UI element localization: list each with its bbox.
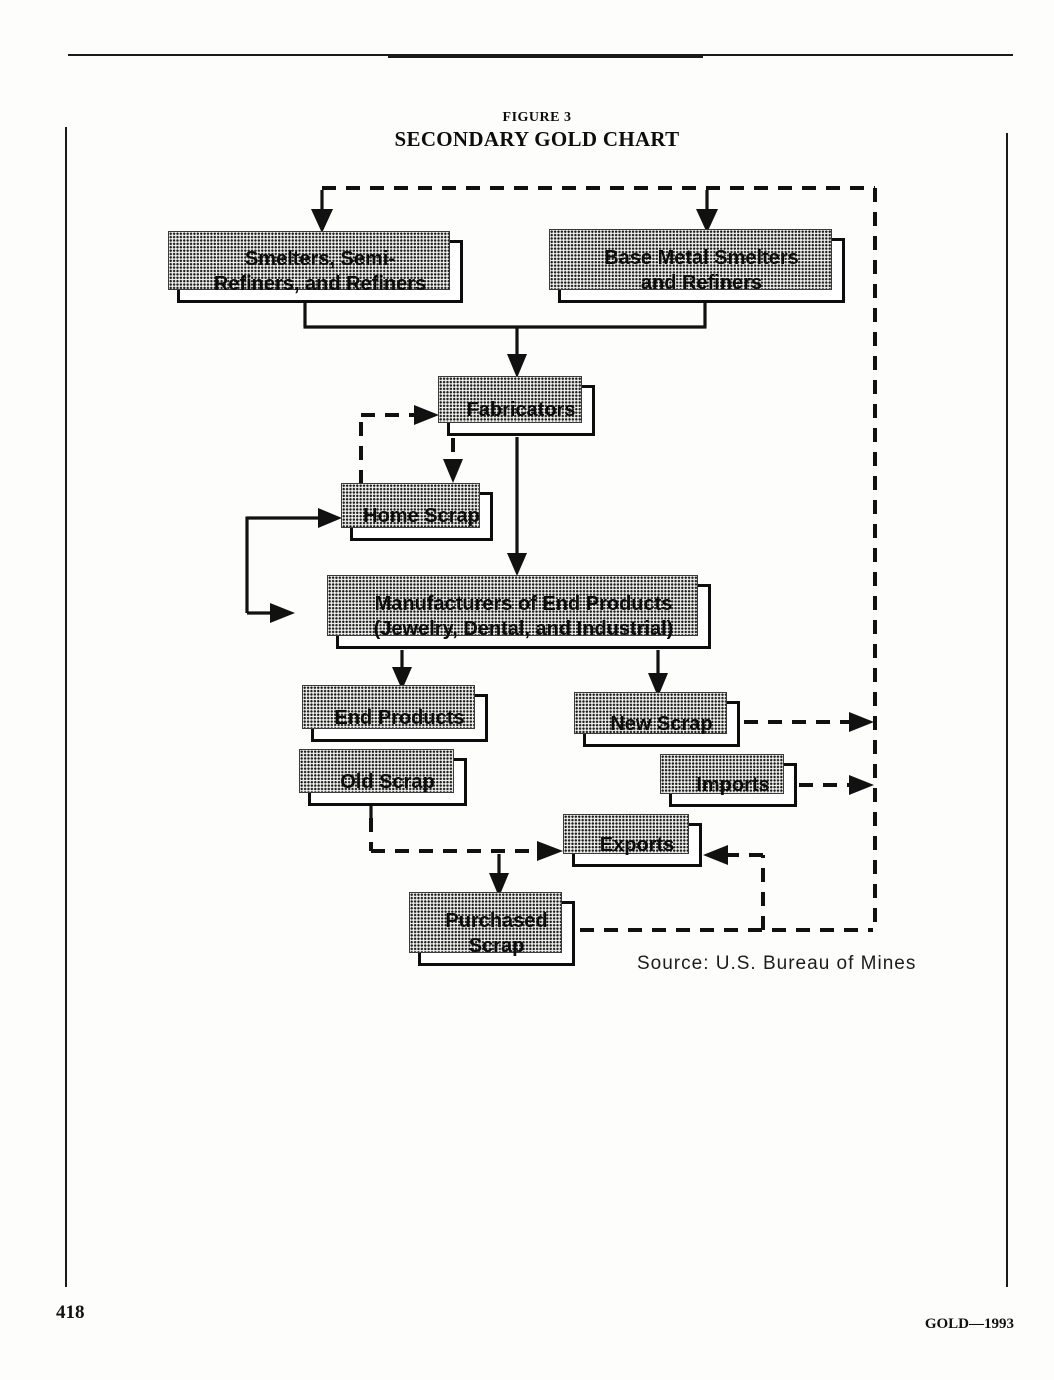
top-rule-thick-segment [388,55,703,58]
node-label-line: and Refiners [640,271,763,294]
node-manufacturers: Manufacturers of End Products (Jewelry, … [327,575,711,649]
node-label-line: Refiners, and Refiners [213,272,427,295]
figure-frame-right [1006,133,1008,1287]
node-label-line: Smelters, Semi- [244,248,396,271]
node-label-line: Old Scrap [340,770,435,793]
running-footer: GOLD—1993 [924,1316,1014,1332]
node-fabricators: Fabricators [438,376,595,436]
node-base-metal-smelters: Base Metal Smelters and Refiners [549,229,845,303]
node-label-line: Manufacturers of End Products [374,593,673,616]
node-label-line: New Scrap [610,712,713,735]
node-label-line: Purchased [445,910,548,933]
node-label-line: Scrap [468,934,525,957]
node-label-line: Base Metal Smelters [604,247,799,270]
figure-frame-left [65,127,67,1287]
node-exports: Exports [563,814,702,867]
node-label-line: Exports [599,833,675,856]
node-new-scrap: New Scrap [574,692,740,747]
node-label-line: Fabricators [466,399,576,422]
node-home-scrap: Home Scrap [341,483,493,541]
page-title: SECONDARY GOLD CHART [394,127,680,151]
node-smelters-semi-refiners: Smelters, Semi- Refiners, and Refiners [168,231,463,303]
node-old-scrap: Old Scrap [299,749,467,806]
figure-label: FIGURE 3 [502,110,572,125]
node-label-line: (Jewelry, Dental, and Industrial) [373,617,674,640]
node-purchased-scrap: Purchased Scrap [409,892,575,966]
node-imports: Imports [660,754,797,807]
source-note: Source: U.S. Bureau of Mines [637,953,917,974]
node-label-line: Home Scrap [363,505,480,528]
page-number: 418 [56,1302,85,1323]
node-label-line: Imports [696,773,770,796]
node-label-line: End Products [334,706,465,729]
node-end-products: End Products [302,685,488,742]
